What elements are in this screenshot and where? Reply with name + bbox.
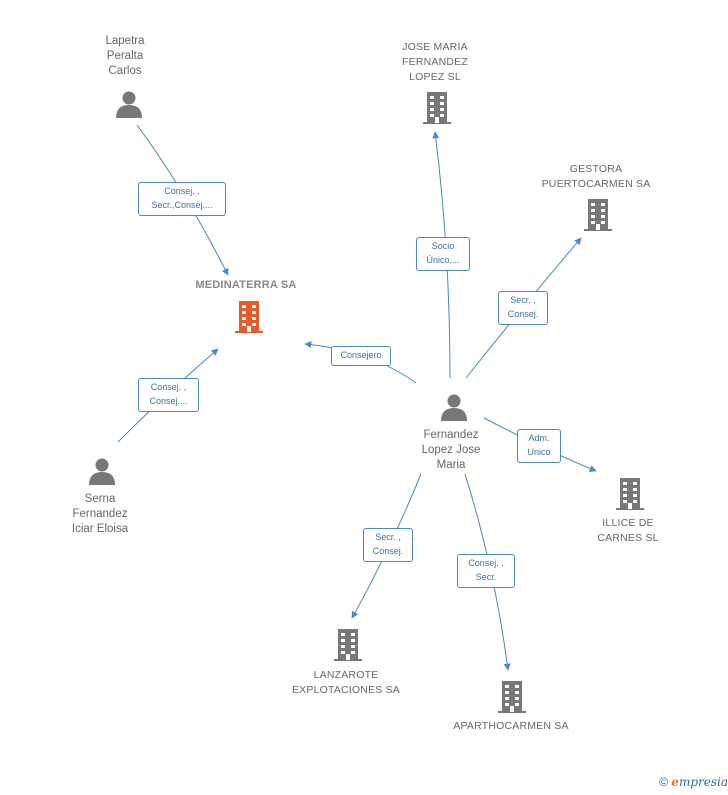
edge-label-fernandez-apartho: Consej. , Secr.: [457, 554, 515, 588]
edge-label-lapetra-medinaterra: Consej. , Secr.,Consej....: [138, 182, 226, 216]
person-icon[interactable]: [114, 90, 144, 118]
node-label-medinaterra[interactable]: MEDINATERRA SA: [195, 279, 297, 291]
edge-label-fernandez-illice: Adm. Unico: [517, 429, 561, 463]
node-label-apartho[interactable]: APARTHOCARMEN SA: [453, 720, 569, 732]
building-icon[interactable]: [332, 628, 364, 662]
edge-label-fernandez-jose-maria-sl: Socio Único,...: [416, 237, 470, 271]
building-icon[interactable]: [496, 680, 528, 714]
node-label-serna[interactable]: Serna Fernandez Iciar Eloisa: [71, 493, 129, 535]
building-icon[interactable]: [582, 198, 614, 232]
building-icon[interactable]: [233, 300, 265, 334]
node-label-illice[interactable]: ILLICE DE CARNES SL: [597, 517, 659, 544]
node-label-lapetra[interactable]: Lapetra Peralta Carlos: [105, 35, 145, 77]
node-label-lanzarote[interactable]: LANZAROTE EXPLOTACIONES SA: [291, 669, 401, 696]
building-icon[interactable]: [614, 477, 646, 511]
copyright-symbol: ©: [659, 775, 668, 789]
building-icon[interactable]: [421, 91, 453, 125]
edge-label-fernandez-lanzarote: Secr. , Consej.: [363, 528, 413, 562]
node-label-gestora[interactable]: GESTORA PUERTOCARMEN SA: [541, 163, 651, 190]
node-label-fernandez[interactable]: Fernandez Lopez Jose Maria: [421, 429, 481, 471]
brand-logo: empresia: [671, 775, 728, 789]
edge-label-fernandez-gestora: Secr. , Consej.: [498, 291, 548, 325]
edge-label-fernandez-medinaterra: Consejero: [331, 346, 391, 366]
person-icon[interactable]: [439, 393, 469, 421]
node-label-jose-maria-sl[interactable]: JOSE MARIA FERNANDEZ LOPEZ SL: [402, 41, 468, 83]
edge-label-serna-medinaterra: Consej. , Consej....: [138, 378, 199, 412]
brand-footer: © empresia: [659, 775, 728, 789]
person-icon[interactable]: [87, 457, 117, 485]
